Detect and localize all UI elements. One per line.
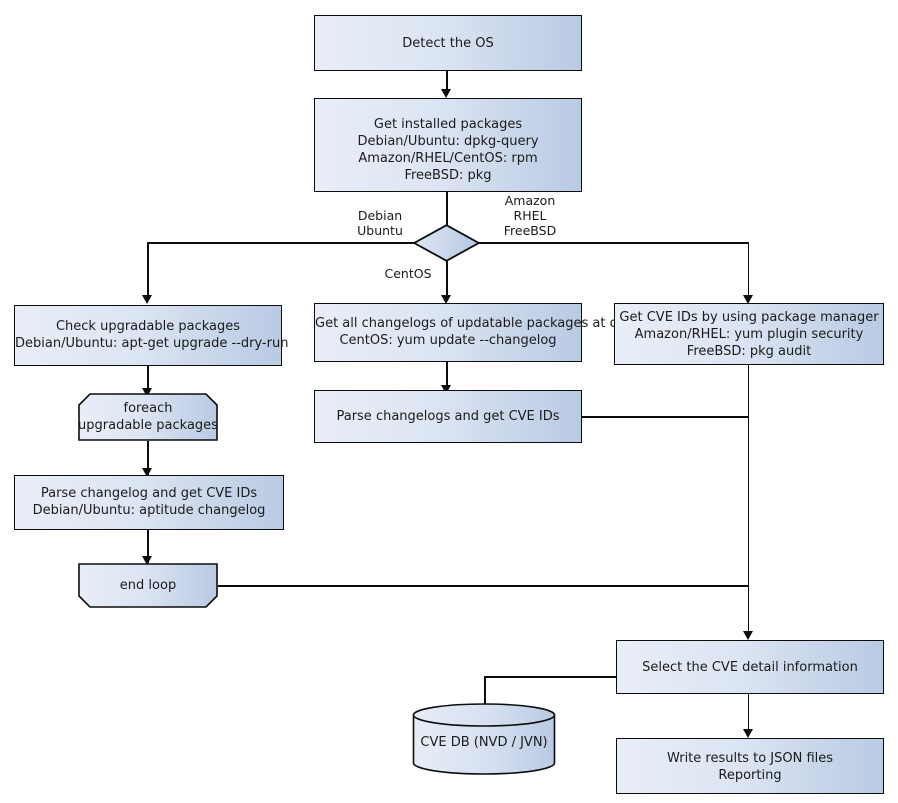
loop-start-shape [78,393,218,441]
edge-label-amazon-line2: RHEL [513,208,547,223]
edge-check-to-foreach [147,366,149,393]
edge-decision-centos [446,260,448,297]
node-get-all-changelogs[interactable]: Get all changelogs of updatable packages… [314,303,641,362]
node-get-all-changelogs-line1: Get all changelogs of updatable packages… [315,316,641,331]
node-foreach-line1: foreach [123,401,173,416]
node-foreach-line2: upgradable packages [78,418,218,433]
node-parse-changelog-debian-line2: Debian/Ubuntu: aptitude changelog [32,503,266,518]
node-end-loop[interactable]: end loop [78,563,218,608]
database-cylinder-shape [412,703,556,775]
node-check-upgradable-line2: Debian/Ubuntu: apt-get upgrade --dry-run [15,336,289,351]
node-get-installed-packages[interactable]: Get installed packages Debian/Ubuntu: dp… [314,98,582,192]
arrowhead-detect-to-packages [440,89,451,98]
edge-right-trunk [747,365,750,637]
edge-packages-to-decision [446,192,448,226]
node-write-results-line2: Reporting [718,768,782,783]
edge-select-to-db-horizontal [484,676,616,678]
arrowhead-changelogs-to-parse [440,385,451,394]
node-get-installed-packages-line1: Get installed packages [373,117,523,132]
arrowhead-select-to-write [742,729,753,738]
arrowhead-trunk-to-select [742,631,753,640]
node-write-results-line1: Write results to JSON files [666,751,834,766]
node-get-installed-packages-line2: Debian/Ubuntu: dpkg-query [357,134,539,149]
node-detect-the-os-label: Detect the OS [402,35,494,51]
node-get-installed-packages-line4: FreeBSD: pkg [404,168,492,183]
node-select-cve-detail[interactable]: Select the CVE detail information [616,640,884,694]
node-check-upgradable-line1: Check upgradable packages [55,319,241,334]
arrowhead-parse-to-endloop [142,556,152,565]
edge-decision-amazon-horizontal [478,242,749,244]
node-get-cve-ids-line3: FreeBSD: pkg audit [686,344,812,359]
arrowhead-debian-branch [142,295,152,304]
node-os-decision[interactable] [413,224,480,262]
edge-parsecentos-to-trunk [582,416,749,418]
edge-select-to-write [747,694,750,736]
arrowhead-amazon-branch [742,295,753,304]
node-get-all-changelogs-line2: CentOS: yum update --changelog [339,333,557,348]
arrowhead-foreach-to-parse [142,468,152,477]
node-foreach-upgradable-packages[interactable]: foreach upgradable packages [78,393,218,441]
node-parse-changelogs-centos[interactable]: Parse changelogs and get CVE IDs [314,390,582,443]
node-parse-changelogs-centos-label: Parse changelogs and get CVE IDs [336,409,560,424]
node-select-cve-detail-label: Select the CVE detail information [642,659,858,675]
edge-label-debian-line2: Ubuntu [357,223,403,238]
edge-parse-to-endloop [147,530,149,563]
edge-label-amazon: Amazon RHEL FreeBSD [489,193,571,238]
node-check-upgradable-packages[interactable]: Check upgradable packages Debian/Ubuntu:… [14,305,289,366]
node-foreach-text: foreach upgradable packages [78,400,218,434]
arrowhead-check-to-foreach [142,388,152,397]
node-get-installed-packages-line3: Amazon/RHEL/CentOS: rpm [358,151,538,166]
edge-decision-debian-vertical [147,242,149,296]
node-parse-changelog-debian-line1: Parse changelog and get CVE IDs [40,486,258,501]
edge-select-to-db-vertical [484,676,486,711]
node-detect-the-os[interactable]: Detect the OS [314,15,582,71]
edge-detect-to-packages [446,71,448,95]
node-cve-db-label: CVE DB (NVD / JVN) [420,734,548,750]
node-get-cve-ids-line1: Get CVE IDs by using package manager [619,310,879,325]
diamond-shape [413,224,480,262]
node-parse-changelog-debian[interactable]: Parse changelog and get CVE IDs Debian/U… [14,475,284,530]
edge-decision-amazon-vertical [747,242,750,296]
node-write-results[interactable]: Write results to JSON files Reporting [616,738,884,794]
node-end-loop-label: end loop [119,578,177,593]
edge-changelogs-to-parse [446,362,448,390]
edge-decision-debian-horizontal [147,242,415,244]
node-get-cve-ids-line2: Amazon/RHEL: yum plugin security [634,327,864,342]
node-get-cve-ids-package-manager[interactable]: Get CVE IDs by using package manager Ama… [614,303,884,365]
node-cve-db[interactable]: CVE DB (NVD / JVN) [412,703,556,775]
edge-endloop-to-trunk [218,585,749,587]
loop-end-shape [78,563,218,608]
edge-label-debian-line1: Debian [357,208,403,223]
edge-label-amazon-line1: Amazon [504,193,556,208]
edge-foreach-to-parse [147,441,149,475]
edge-label-centos: CentOS [384,266,432,281]
edge-label-debian: Debian Ubuntu [345,208,415,238]
arrowhead-centos-branch [440,295,451,304]
edge-label-amazon-line3: FreeBSD [503,223,557,238]
